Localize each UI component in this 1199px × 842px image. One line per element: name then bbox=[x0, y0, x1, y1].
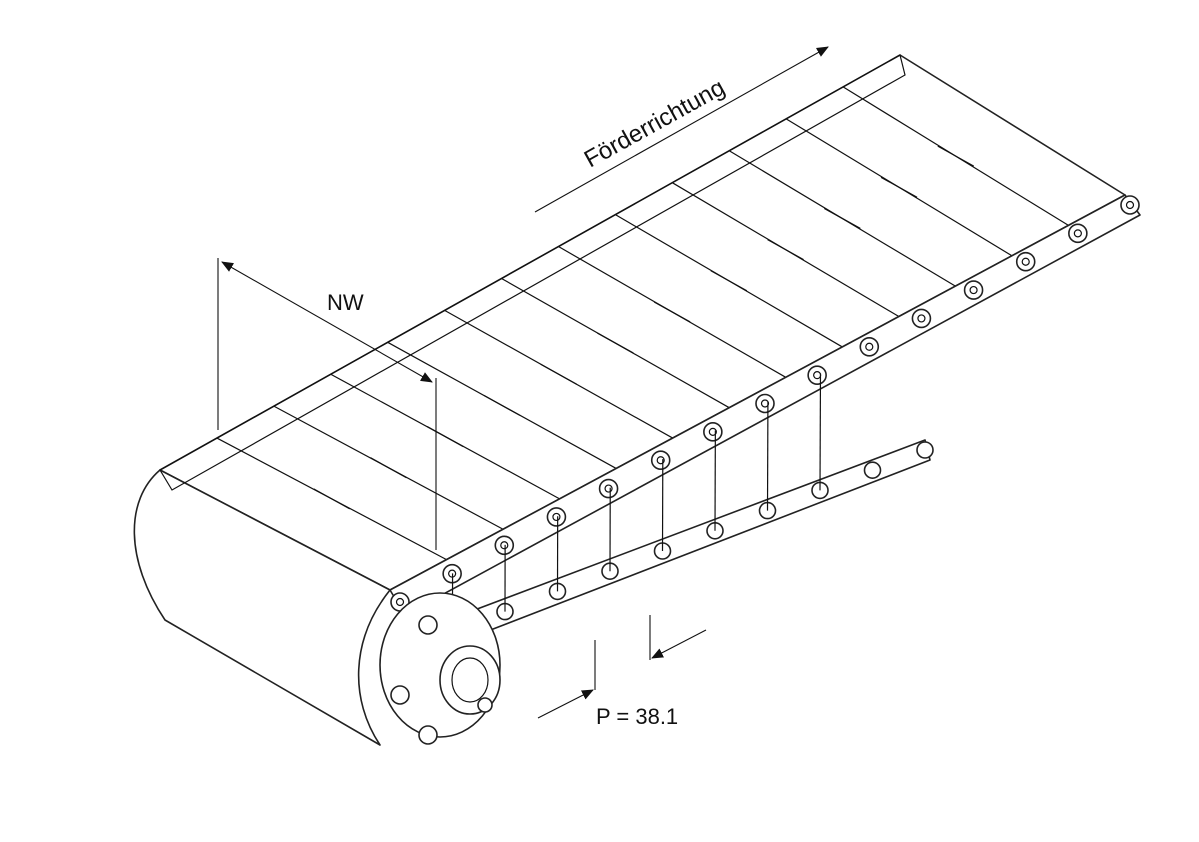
chain-pin-center bbox=[500, 541, 509, 550]
chain-pin bbox=[963, 280, 984, 300]
slat-hinge bbox=[653, 301, 691, 323]
pitch-label: P = 38.1 bbox=[596, 704, 678, 729]
return-chain-pin bbox=[863, 461, 882, 480]
chain-pin bbox=[807, 365, 827, 385]
slat-hinge bbox=[426, 426, 464, 448]
slat-hinge bbox=[767, 239, 804, 261]
conveying-direction-label: Förderrichtung bbox=[580, 74, 730, 173]
chain-pin bbox=[1120, 195, 1140, 215]
slat-hinge bbox=[937, 145, 975, 167]
chain-pin bbox=[494, 535, 515, 556]
chain-pin-center bbox=[395, 597, 405, 607]
sprocket-hub bbox=[379, 592, 501, 745]
nominal-width-dimension: NW bbox=[217, 258, 437, 550]
chain-links-near bbox=[390, 195, 1140, 612]
return-chain-pin bbox=[916, 441, 934, 459]
chain-pin-center bbox=[1021, 257, 1030, 266]
nominal-width-label: NW bbox=[327, 290, 364, 315]
chain-pin-center bbox=[865, 342, 874, 351]
conveying-direction-arrow bbox=[534, 46, 829, 213]
chain-pin-center bbox=[708, 427, 717, 436]
pitch-arrow-right bbox=[651, 629, 707, 659]
slat-hinge bbox=[370, 457, 407, 479]
chain-pin-center bbox=[552, 512, 561, 522]
slat-hinge bbox=[880, 176, 918, 198]
slat-hinge bbox=[540, 363, 577, 385]
chain-strand-near bbox=[389, 194, 1141, 666]
chain-pin bbox=[859, 336, 880, 357]
pitch-dimension: P = 38.1 bbox=[537, 615, 707, 729]
nominal-width-arrow bbox=[221, 261, 433, 383]
slat-hinge bbox=[313, 488, 351, 510]
chain-pin-center bbox=[1073, 229, 1082, 238]
chain-pin-center bbox=[969, 285, 978, 295]
chain-pin bbox=[1068, 223, 1088, 244]
chain-pin-center bbox=[604, 484, 613, 493]
chain-pin bbox=[1015, 251, 1036, 272]
chain-pin bbox=[755, 393, 775, 414]
chain-pin bbox=[650, 450, 671, 471]
slat-hinge bbox=[824, 207, 861, 229]
chain-pin bbox=[703, 422, 723, 442]
belt-front-end bbox=[133, 469, 391, 746]
chain-pin-center bbox=[917, 314, 926, 323]
slat-hinge bbox=[597, 332, 634, 354]
chain-pin bbox=[546, 507, 567, 527]
chain-pin bbox=[598, 478, 619, 499]
slat-hinge bbox=[483, 394, 521, 416]
chain-pin bbox=[911, 308, 932, 329]
slat-hinge bbox=[710, 270, 748, 292]
pitch-arrow-left bbox=[537, 689, 594, 719]
chain-pin-center bbox=[656, 456, 665, 465]
chain-pin-center bbox=[1125, 200, 1135, 210]
belt-back-edge bbox=[159, 54, 906, 491]
